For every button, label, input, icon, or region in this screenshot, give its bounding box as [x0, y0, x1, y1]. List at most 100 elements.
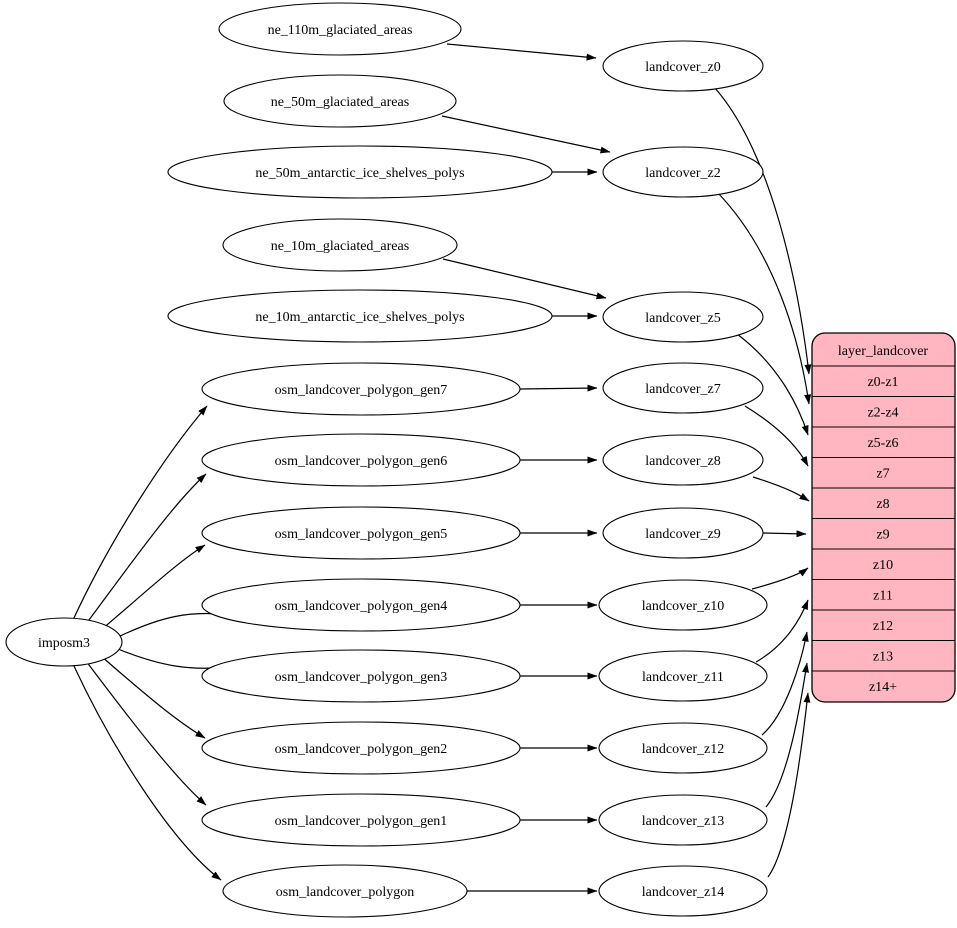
table-row-z8: z8: [876, 497, 889, 512]
node-landcover-z0: landcover_z0: [602, 40, 764, 92]
edge-ne10mgl-to-z5: [442, 258, 607, 300]
node-landcover-z8: landcover_z8: [602, 434, 764, 486]
node-ellipse: [598, 865, 768, 917]
node-layer-landcover: layer_landcover z0-z1 z2-z4 z5-z6 z7 z8 …: [811, 332, 956, 703]
node-label: landcover_z10: [642, 599, 724, 614]
node-ellipse: [602, 40, 764, 92]
table-row-z11: z11: [873, 589, 893, 604]
node-label: osm_landcover_polygon_gen6: [275, 454, 448, 469]
node-label: landcover_z5: [645, 311, 720, 326]
node-label: osm_landcover_polygon: [276, 885, 414, 900]
node-label: landcover_z11: [642, 670, 724, 685]
node-landcover-z12: landcover_z12: [598, 722, 768, 774]
node-ellipse: [201, 506, 521, 560]
node-ellipse: [201, 362, 521, 416]
node-ellipse: [201, 578, 521, 632]
node-label: landcover_z9: [645, 527, 720, 542]
edge-ne110m-to-z0: [446, 43, 597, 61]
edge-z9-to-row-z9: [762, 530, 807, 538]
edge-z2-to-row-z2-z4: [716, 191, 812, 405]
table-row-z14: z14+: [869, 680, 897, 695]
node-ellipse: [167, 145, 553, 199]
edge-imposm3-to-gen5: [100, 544, 206, 631]
edge-z7-to-row-z7: [744, 405, 809, 467]
node-ellipse: [602, 434, 764, 486]
node-osm-landcover-polygon-gen2: osm_landcover_polygon_gen2: [201, 721, 521, 775]
edge-imposm3-to-gen2: [100, 655, 206, 739]
node-ellipse: [602, 146, 764, 198]
node-label: osm_landcover_polygon_gen5: [275, 527, 448, 542]
node-ellipse: [201, 721, 521, 775]
edge-imposm3-to-gen3: [117, 648, 229, 672]
node-imposm3: imposm3: [5, 617, 123, 667]
edge-ne50mgl-to-z2: [441, 115, 611, 154]
edge-imposm3-to-gen1: [85, 660, 207, 806]
node-landcover-z7: landcover_z7: [602, 362, 764, 414]
node-ne-10m-antarctic-ice-shelves-polys: ne_10m_antarctic_ice_shelves_polys: [167, 289, 553, 343]
edge-imposm3-to-gen7: [72, 405, 208, 621]
node-landcover-z11: landcover_z11: [598, 650, 768, 702]
table-row-z2-z4: z2-z4: [867, 406, 898, 421]
node-label: osm_landcover_polygon_gen3: [275, 670, 448, 685]
node-landcover-z5: landcover_z5: [602, 291, 764, 343]
node-ellipse: [598, 650, 768, 702]
node-osm-landcover-polygon-gen4: osm_landcover_polygon_gen4: [201, 578, 521, 632]
node-label: landcover_z7: [645, 382, 720, 397]
node-ellipse: [598, 722, 768, 774]
node-label: osm_landcover_polygon_gen4: [275, 599, 448, 614]
node-label: ne_50m_antarctic_ice_shelves_polys: [255, 166, 464, 181]
node-ellipse: [602, 291, 764, 343]
table-row-z0-z1: z0-z1: [867, 375, 898, 390]
edge-z5-to-row-z5-z6: [736, 333, 809, 436]
table-row-z5-z6: z5-z6: [867, 436, 898, 451]
node-landcover-z14: landcover_z14: [598, 865, 768, 917]
node-ellipse: [602, 507, 764, 559]
node-label: imposm3: [38, 636, 90, 651]
table-row-z10: z10: [873, 558, 893, 573]
node-ellipse: [167, 289, 553, 343]
node-landcover-z9: landcover_z9: [602, 507, 764, 559]
node-label: osm_landcover_polygon_gen2: [275, 742, 448, 757]
node-osm-landcover-polygon-gen5: osm_landcover_polygon_gen5: [201, 506, 521, 560]
node-label: landcover_z12: [642, 742, 724, 757]
table-row-z7: z7: [876, 467, 889, 482]
node-label: landcover_z8: [645, 454, 720, 469]
node-ellipse: [5, 617, 123, 667]
table-row-z9: z9: [876, 528, 889, 543]
table-row-z13: z13: [873, 650, 893, 665]
node-osm-landcover-polygon-gen1: osm_landcover_polygon_gen1: [201, 793, 521, 847]
node-ne-10m-glaciated-areas: ne_10m_glaciated_areas: [222, 218, 458, 272]
node-ne-50m-glaciated-areas: ne_50m_glaciated_areas: [223, 74, 457, 128]
edge-z12-to-row-z12: [761, 631, 809, 736]
edge-z14-to-row-z14: [767, 692, 811, 878]
node-ellipse: [223, 74, 457, 128]
node-label: ne_110m_glaciated_areas: [268, 23, 413, 38]
node-ellipse: [201, 649, 521, 703]
node-label: osm_landcover_polygon_gen7: [275, 383, 448, 398]
node-label: ne_10m_antarctic_ice_shelves_polys: [255, 310, 464, 325]
node-label: landcover_z14: [642, 885, 724, 900]
node-ellipse: [602, 362, 764, 414]
node-ellipse: [598, 794, 768, 846]
node-osm-landcover-polygon-gen3: osm_landcover_polygon_gen3: [201, 649, 521, 703]
node-ellipse: [222, 218, 458, 272]
node-ne-110m-glaciated-areas: ne_110m_glaciated_areas: [218, 2, 462, 56]
edge-z8-to-row-z8: [752, 476, 810, 502]
table-row-z12: z12: [873, 619, 893, 634]
table-title: layer_landcover: [838, 344, 929, 359]
node-osm-landcover-polygon: osm_landcover_polygon: [222, 864, 468, 918]
node-osm-landcover-polygon-gen6: osm_landcover_polygon_gen6: [201, 433, 521, 487]
edge-z0-to-row-z0-z1: [713, 86, 812, 375]
edge-z10-to-row-z10: [751, 567, 809, 590]
node-landcover-z2: landcover_z2: [602, 146, 764, 198]
node-landcover-z13: landcover_z13: [598, 794, 768, 846]
node-osm-landcover-polygon-gen7: osm_landcover_polygon_gen7: [201, 362, 521, 416]
edge-gen7-to-z7: [519, 384, 598, 392]
node-ellipse: [218, 2, 462, 56]
node-label: landcover_z2: [645, 166, 720, 181]
node-label: ne_50m_glaciated_areas: [271, 95, 409, 110]
edge-group: [72, 43, 812, 895]
node-ellipse: [222, 864, 468, 918]
